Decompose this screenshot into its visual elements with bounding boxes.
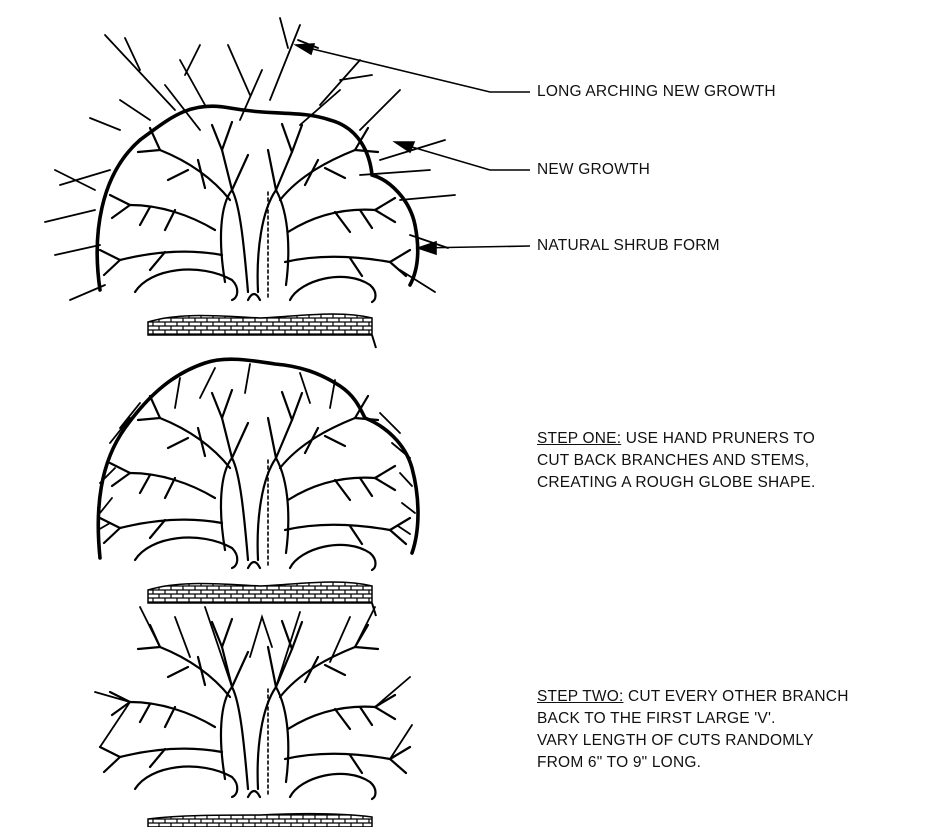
- step-one-line1: USE HAND PRUNERS TO: [621, 430, 815, 447]
- step-one-line2: CUT BACK BRANCHES AND STEMS,: [537, 450, 816, 472]
- step-two-note: STEP TWO: CUT EVERY OTHER BRANCH BACK TO…: [537, 686, 849, 774]
- step-two-line3: VARY LENGTH OF CUTS RANDOMLY: [537, 730, 849, 752]
- step-one-line3: CREATING A ROUGH GLOBE SHAPE.: [537, 472, 816, 494]
- step-two-line1: CUT EVERY OTHER BRANCH: [624, 688, 849, 705]
- step-one-note: STEP ONE: USE HAND PRUNERS TO CUT BACK B…: [537, 428, 816, 494]
- step-two-heading: STEP TWO:: [537, 688, 624, 705]
- shrub-step-one: [98, 359, 418, 616]
- label-new-growth: NEW GROWTH: [537, 161, 650, 179]
- step-one-heading: STEP ONE:: [537, 430, 621, 447]
- step-two-line2: BACK TO THE FIRST LARGE 'V'.: [537, 708, 849, 730]
- label-long-arching-new-growth: LONG ARCHING NEW GROWTH: [537, 83, 776, 101]
- shrub-step-two: [95, 607, 412, 827]
- step-two-line4: FROM 6" TO 9" LONG.: [537, 752, 849, 774]
- label-natural-shrub-form: NATURAL SHRUB FORM: [537, 237, 720, 255]
- shrub-natural-form: [45, 18, 455, 348]
